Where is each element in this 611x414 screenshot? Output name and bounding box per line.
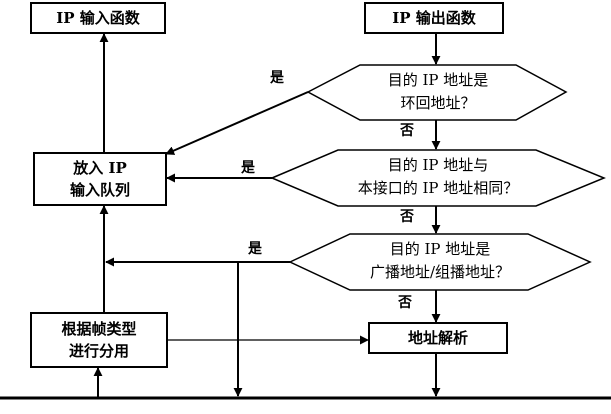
decision-loopback-shape: [306, 64, 568, 121]
no-label-broadcast: 否: [398, 295, 412, 311]
frame-dispatch-label-line2: 进行分用: [68, 342, 129, 360]
yes-label-broadcast: 是: [248, 241, 262, 257]
decision-broadcast-text: 目的 IP 地址是 广播地址/组播地址？: [320, 236, 560, 286]
decision-loopback-line2: 环回地址？: [400, 94, 476, 112]
no-label-loopback: 否: [400, 123, 414, 139]
decision-same-interface-line2: 本接口的 IP 地址相同？: [357, 179, 519, 197]
enqueue-label-line2: 输入队列: [69, 181, 130, 199]
arrow-loopback-yes: [165, 91, 309, 155]
address-resolution-label: 地址解析: [407, 329, 468, 347]
no-label-same-interface: 否: [400, 209, 414, 225]
decision-same-interface-shape: [270, 149, 606, 207]
decision-loopback-line1: 目的 IP 地址是: [387, 71, 489, 89]
decision-broadcast-line1: 目的 IP 地址是: [389, 240, 491, 258]
yes-label-loopback: 是: [270, 70, 284, 86]
ip-output-function-label: IP 输出函数: [392, 9, 476, 27]
decision-broadcast-line2: 广播地址/组播地址？: [369, 263, 511, 281]
enqueue-label-line1: 放入 IP: [73, 159, 127, 177]
ip-input-function-box: IP 输入函数: [30, 2, 166, 34]
frame-dispatch-label-line1: 根据帧类型: [61, 320, 137, 338]
decision-same-interface-line1: 目的 IP 地址与: [387, 156, 489, 174]
frame-dispatch-box: 根据帧类型 进行分用: [30, 312, 168, 368]
ip-output-function-box: IP 输出函数: [364, 2, 504, 34]
decision-broadcast-shape: [288, 233, 592, 291]
enqueue-input-box: 放入 IP 输入队列: [33, 152, 167, 206]
yes-label-same-interface: 是: [241, 160, 255, 176]
ip-input-function-label: IP 输入函数: [56, 9, 140, 27]
address-resolution-box: 地址解析: [368, 322, 508, 354]
decision-same-interface-text: 目的 IP 地址与 本接口的 IP 地址相同？: [300, 152, 576, 202]
decision-loopback-text: 目的 IP 地址是 环回地址？: [338, 67, 538, 117]
